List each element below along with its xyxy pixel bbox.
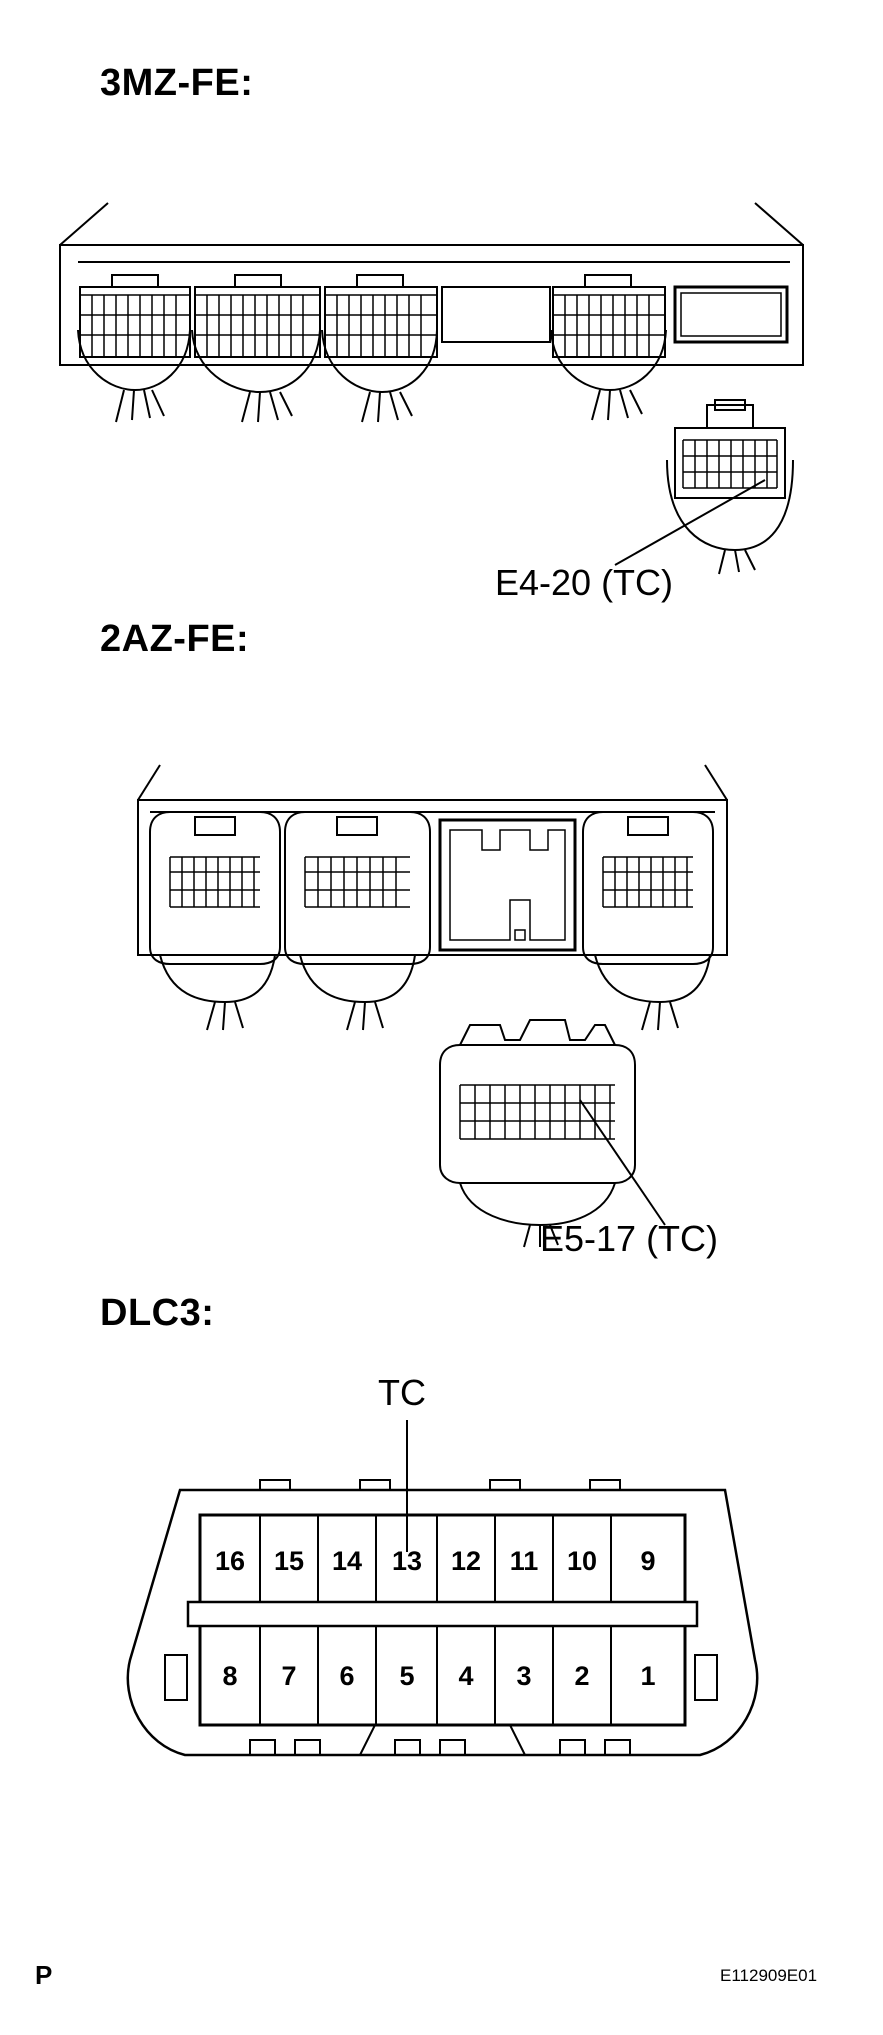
dlc3-pin-7: 7 bbox=[281, 1661, 296, 1691]
ecm-connector-2 bbox=[194, 274, 321, 358]
ecm-3mz-fe-diagram bbox=[59, 202, 804, 575]
ecm-connector-1 bbox=[79, 274, 191, 358]
footer-letter: P bbox=[35, 1960, 53, 1990]
dlc3-pin-5: 5 bbox=[399, 1661, 414, 1691]
dlc3-pin-14: 14 bbox=[332, 1546, 362, 1576]
dlc3-pin-12: 12 bbox=[451, 1546, 481, 1576]
e4-connector bbox=[666, 399, 794, 575]
dlc3-pin-2: 2 bbox=[574, 1661, 589, 1691]
ecm-2az-fe-diagram bbox=[137, 764, 728, 1248]
ecm2-connector-2 bbox=[284, 811, 431, 965]
ecm-connector-4 bbox=[552, 274, 666, 358]
callout-e5-17: E5-17 (TC) bbox=[540, 1218, 719, 1259]
dlc3-pin-8: 8 bbox=[222, 1661, 237, 1691]
e5-connector bbox=[439, 1019, 636, 1248]
ecm-connector-3 bbox=[324, 274, 438, 358]
dlc3-pin-4: 4 bbox=[458, 1661, 473, 1691]
dlc3-pin-10: 10 bbox=[567, 1546, 597, 1576]
dlc3-pin-15: 15 bbox=[274, 1546, 304, 1576]
dlc3-pin-6: 6 bbox=[339, 1661, 354, 1691]
callout-tc: TC bbox=[378, 1372, 426, 1413]
dlc3-pin-3: 3 bbox=[516, 1661, 531, 1691]
heading-dlc3: DLC3: bbox=[100, 1292, 215, 1334]
dlc3-pin-16: 16 bbox=[215, 1546, 245, 1576]
dlc3-pin-1: 1 bbox=[640, 1661, 655, 1691]
heading-2az-fe: 2AZ-FE: bbox=[100, 618, 250, 660]
heading-3mz-fe: 3MZ-FE: bbox=[100, 62, 254, 104]
figure-id: E112909E01 bbox=[720, 1966, 818, 1985]
callout-e4-20: E4-20 (TC) bbox=[495, 562, 674, 603]
dlc3-pin-9: 9 bbox=[640, 1546, 655, 1576]
dlc3-pin-13: 13 bbox=[392, 1546, 422, 1576]
dlc3-pin-11: 11 bbox=[510, 1546, 539, 1576]
ecm2-connector-3 bbox=[582, 811, 714, 965]
ecm2-connector-1 bbox=[149, 811, 281, 965]
